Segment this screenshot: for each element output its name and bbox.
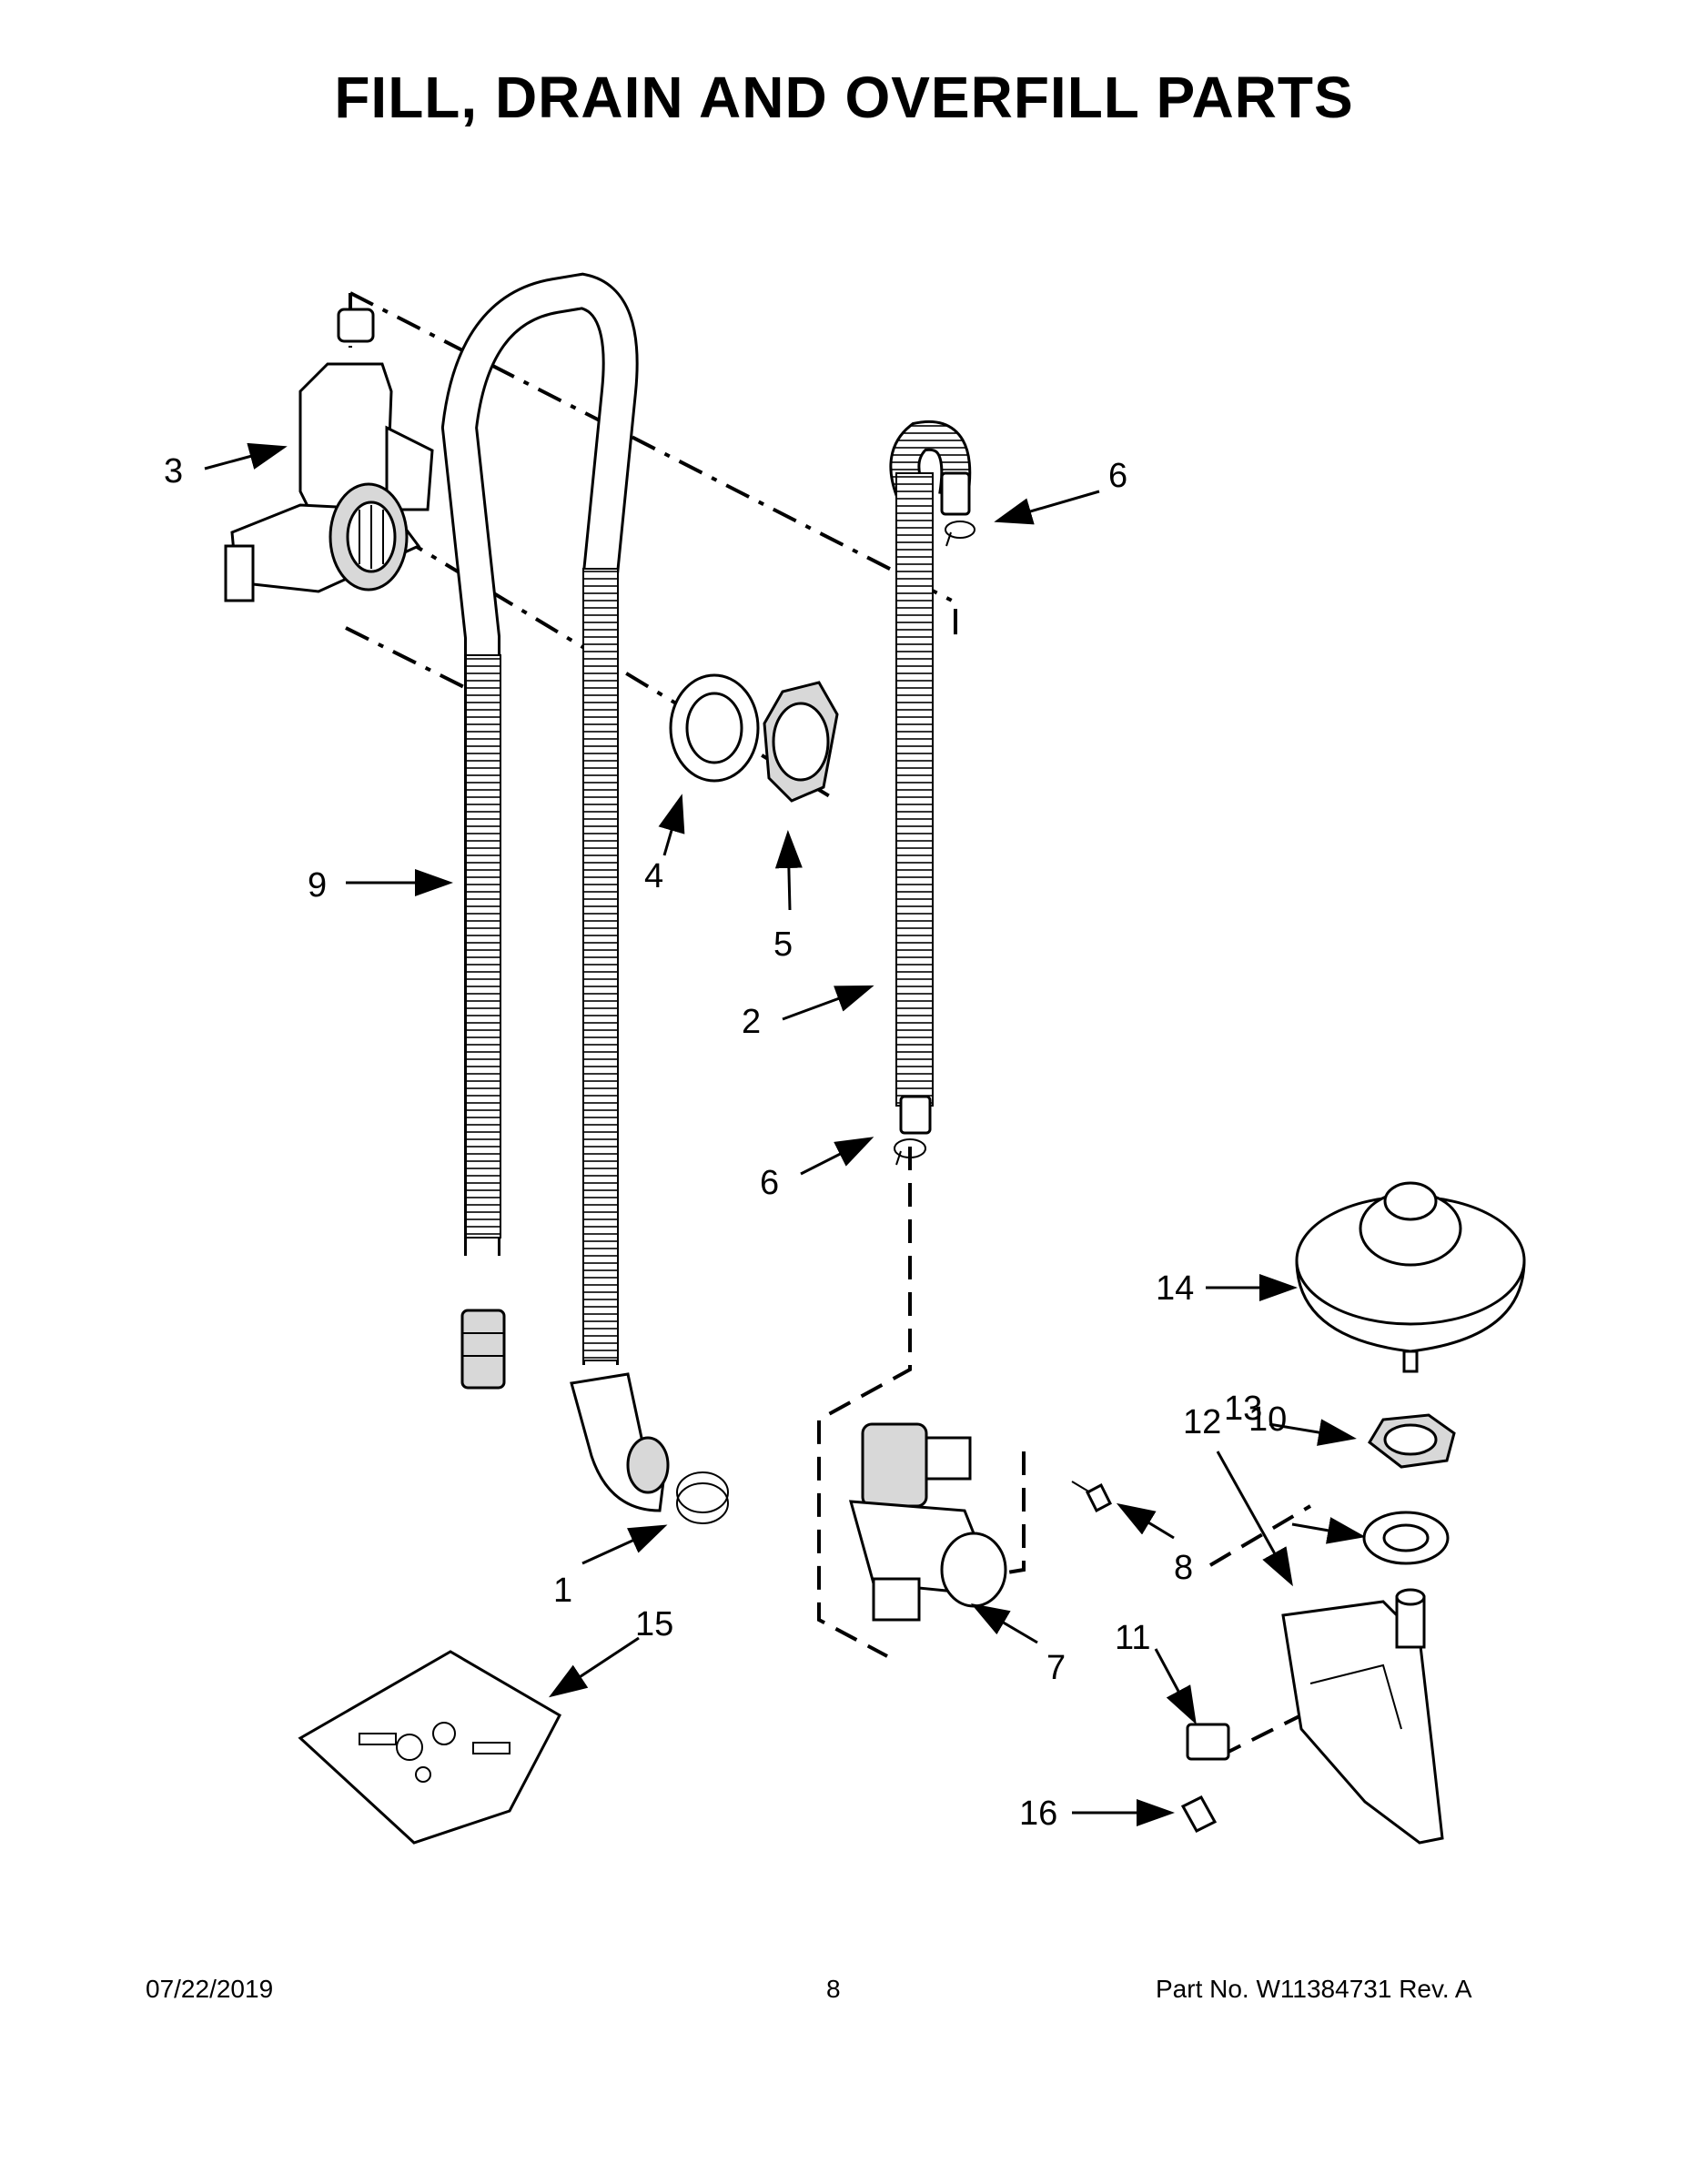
part-9-drain-hose <box>440 272 639 1390</box>
callout-6-upper: 6 <box>1108 457 1127 495</box>
callout-3: 3 <box>164 452 183 490</box>
part-15-installation-hardware-bag <box>298 1650 561 1845</box>
callout-6-lower: 6 <box>760 1164 779 1202</box>
callout-leaders <box>204 442 1366 1826</box>
part-14-float <box>1295 1181 1526 1373</box>
part-2-fill-hose <box>889 420 972 1135</box>
part-16-wire-connector <box>1180 1795 1218 1833</box>
callout-12: 12 <box>1183 1403 1221 1441</box>
callout-13: 13 <box>1224 1390 1262 1428</box>
callout-16: 16 <box>1019 1795 1057 1833</box>
part-11-float-switch <box>1186 1723 1230 1761</box>
callout-9: 9 <box>308 866 327 905</box>
part-10-float-washer <box>1362 1511 1450 1565</box>
callout-2: 2 <box>742 1003 761 1041</box>
page-title: FILL, DRAIN AND OVERFILL PARTS <box>334 65 1354 130</box>
part-6-hose-clamp-lower <box>894 1138 926 1166</box>
part-3-air-gap-bracket <box>224 308 434 602</box>
part-5-hex-nut <box>763 681 839 803</box>
footer-part-number: Part No. W11384731 Rev. A <box>1156 1975 1472 2003</box>
callout-14: 14 <box>1156 1269 1194 1308</box>
callout-8: 8 <box>1174 1549 1193 1587</box>
part-12-float-switch-bracket <box>1281 1588 1444 1845</box>
callout-4: 4 <box>644 857 663 895</box>
part-4-gasket <box>669 673 760 783</box>
part-7-water-inlet-valve <box>848 1422 1007 1622</box>
part-6-hose-clamp-upper <box>945 521 975 547</box>
callout-10: 10 <box>1248 1400 1287 1439</box>
part-8-screw <box>1071 1481 1112 1513</box>
callout-1: 1 <box>553 1572 572 1610</box>
assembly-lines <box>345 291 1312 1758</box>
part-13-float-nut <box>1368 1413 1456 1469</box>
footer-page-number: 8 <box>826 1975 841 2003</box>
callout-numbers: 3 9 4 5 2 6 6 1 7 8 12 11 10 13 14 15 16 <box>164 452 1287 1833</box>
footer-date: 07/22/2019 <box>146 1975 274 2003</box>
part-1-drain-elbow-and-clamp <box>570 1372 729 1524</box>
callout-15: 15 <box>635 1605 673 1643</box>
callout-5: 5 <box>773 925 793 964</box>
callout-11: 11 <box>1115 1619 1150 1657</box>
callout-7: 7 <box>1046 1649 1066 1687</box>
